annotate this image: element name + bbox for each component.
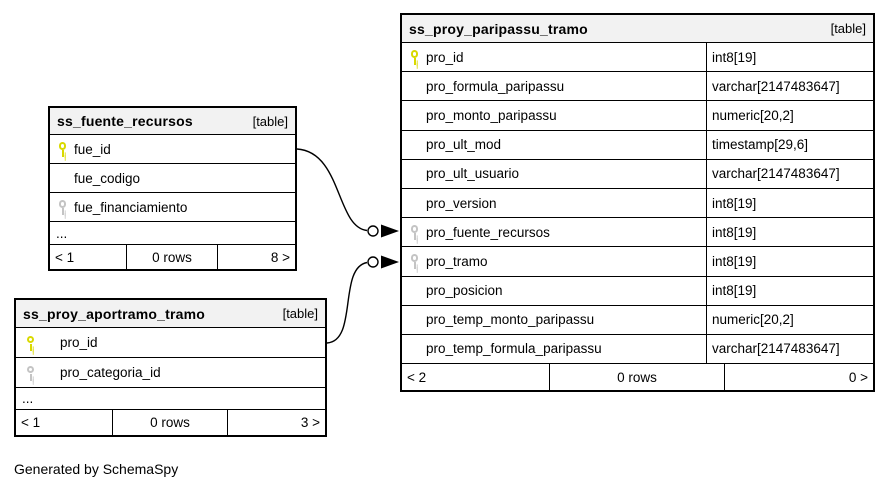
table-footer: < 2 0 rows 0 >	[402, 364, 873, 391]
column-row: pro_monto_paripassu numeric[20,2]	[402, 101, 873, 131]
column-type: timestamp[29,6]	[706, 130, 873, 159]
column-row: pro_tramo int8[19]	[402, 247, 873, 277]
foreign-key-icon	[25, 365, 36, 381]
fk-link-fuente-recursos	[296, 148, 399, 238]
fk-link-circle	[367, 225, 379, 237]
table-tag: [table]	[252, 113, 288, 129]
table-ss-proy-aportramo-tramo[interactable]: ss_proy_aportramo_tramo [table] pro_id p…	[14, 298, 327, 437]
column-name: pro_ult_usuario	[426, 166, 520, 182]
column-type: varchar[2147483647]	[706, 159, 873, 188]
column-type: int8[19]	[706, 218, 873, 247]
footer-row-count: 0 rows	[127, 245, 218, 269]
primary-key-icon	[25, 335, 36, 351]
table-title[interactable]: ss_proy_paripassu_tramo	[409, 20, 588, 37]
column-row: pro_temp_formula_paripassu varchar[21474…	[402, 334, 873, 365]
column-type: numeric[20,2]	[706, 101, 873, 130]
column-row: pro_ult_mod timestamp[29,6]	[402, 130, 873, 160]
column-name: fue_codigo	[74, 170, 141, 186]
column-row: fue_codigo	[50, 164, 295, 193]
column-name: pro_ult_mod	[426, 137, 502, 153]
column-type: int8[19]	[706, 276, 873, 305]
table-header[interactable]: ss_fuente_recursos [table]	[50, 108, 295, 135]
column-name: pro_id	[60, 335, 98, 350]
table-ss-proy-paripassu-tramo[interactable]: ss_proy_paripassu_tramo [table] pro_id i…	[400, 13, 875, 393]
table-title[interactable]: ss_proy_aportramo_tramo	[23, 305, 205, 322]
hidden-columns-ellipsis: ...	[50, 222, 295, 245]
footer-children-count: < 1	[16, 410, 114, 435]
column-name: fue_id	[74, 141, 111, 157]
key-slot	[25, 365, 60, 381]
column-name: pro_id	[426, 49, 464, 65]
column-name: pro_monto_paripassu	[426, 107, 557, 123]
key-slot	[57, 141, 74, 157]
column-row: pro_id int8[19]	[402, 43, 873, 73]
column-name: pro_categoria_id	[60, 365, 161, 380]
fk-link-tramo	[326, 255, 399, 344]
key-slot	[409, 224, 426, 241]
footer-row-count: 0 rows	[550, 364, 725, 391]
column-type: int8[19]	[706, 43, 873, 72]
footer-parents-count: 0 >	[848, 369, 868, 385]
column-row: pro_id	[16, 328, 325, 358]
column-row: pro_formula_paripassu varchar[2147483647…	[402, 72, 873, 102]
foreign-key-icon	[409, 224, 420, 241]
footer-children-count: < 1	[50, 245, 128, 269]
table-header[interactable]: ss_proy_aportramo_tramo [table]	[16, 300, 325, 328]
column-type: numeric[20,2]	[706, 305, 873, 334]
table-footer: < 1 0 rows 3 >	[16, 410, 325, 435]
table-footer: < 1 0 rows 8 >	[50, 245, 295, 269]
key-slot	[25, 335, 60, 351]
generator-credit: Generated by SchemaSpy	[14, 461, 179, 477]
column-name: pro_version	[426, 195, 497, 211]
column-row: fue_financiamiento	[50, 193, 295, 222]
fk-link-arrow	[381, 255, 399, 269]
table-tag: [table]	[830, 21, 866, 36]
footer-row-count: 0 rows	[113, 410, 228, 435]
key-slot	[409, 49, 426, 66]
column-row: pro_fuente_recursos int8[19]	[402, 218, 873, 248]
column-type: varchar[2147483647]	[706, 334, 873, 364]
column-name: pro_formula_paripassu	[426, 78, 565, 94]
fk-link-arrow	[381, 224, 399, 238]
foreign-key-icon	[409, 253, 420, 270]
footer-parents-count: 8 >	[270, 249, 290, 265]
column-row: pro_posicion int8[19]	[402, 276, 873, 306]
footer-parents-count: 3 >	[300, 415, 320, 430]
column-type: int8[19]	[706, 188, 873, 218]
column-name: fue_financiamiento	[74, 199, 188, 215]
table-header[interactable]: ss_proy_paripassu_tramo [table]	[402, 15, 873, 43]
hidden-columns-ellipsis: ...	[16, 388, 325, 410]
column-row: pro_categoria_id	[16, 358, 325, 388]
column-name: pro_posicion	[426, 283, 503, 299]
column-row: fue_id	[50, 135, 295, 164]
key-slot	[409, 253, 426, 270]
key-slot	[57, 199, 74, 215]
column-name: pro_fuente_recursos	[426, 224, 550, 240]
column-type: int8[19]	[706, 247, 873, 276]
primary-key-icon	[57, 141, 68, 157]
foreign-key-icon	[57, 199, 68, 215]
column-row: pro_version int8[19]	[402, 188, 873, 219]
fk-link-circle	[367, 256, 379, 268]
primary-key-icon	[409, 49, 420, 66]
column-name: pro_tramo	[426, 253, 488, 269]
column-type: varchar[2147483647]	[706, 72, 873, 101]
column-row: pro_ult_usuario varchar[2147483647]	[402, 159, 873, 189]
column-name: pro_temp_formula_paripassu	[426, 341, 602, 357]
table-tag: [table]	[282, 306, 318, 321]
column-row: pro_temp_monto_paripassu numeric[20,2]	[402, 305, 873, 335]
table-title[interactable]: ss_fuente_recursos	[57, 113, 193, 129]
column-name: pro_temp_monto_paripassu	[426, 312, 595, 328]
footer-children-count: < 2	[402, 364, 551, 391]
table-ss-fuente-recursos[interactable]: ss_fuente_recursos [table] fue_id fue_co…	[48, 106, 297, 271]
